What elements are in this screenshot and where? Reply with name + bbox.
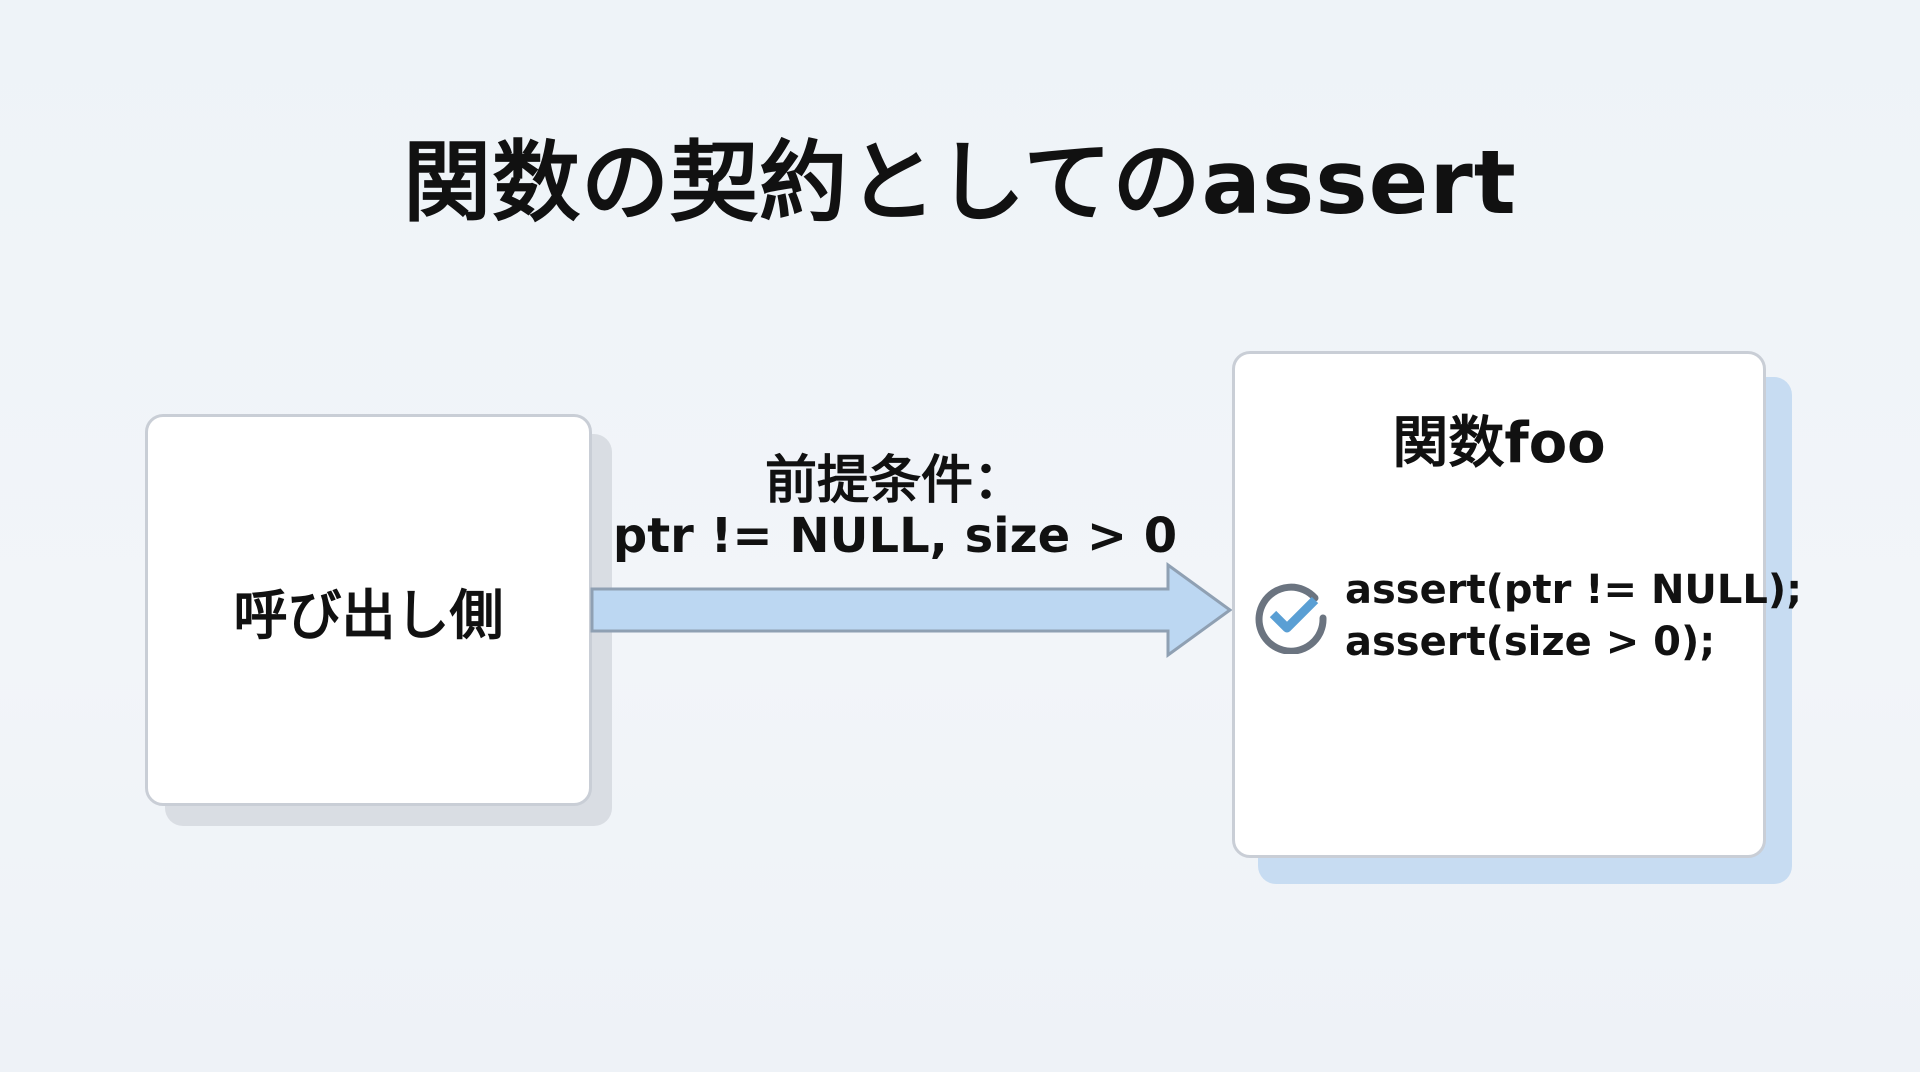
precondition-title: 前提条件： bbox=[764, 451, 1025, 511]
caller-box: 呼び出し側 bbox=[145, 414, 592, 806]
check-circle-icon bbox=[1255, 583, 1327, 654]
arrow-right-icon bbox=[590, 562, 1233, 658]
caller-label: 呼び出し側 bbox=[233, 583, 504, 647]
code-line: assert(size > 0); bbox=[1345, 619, 1716, 665]
code-line: assert(ptr != NULL); bbox=[1345, 567, 1803, 613]
precondition-text: ptr != NULL, size > 0 bbox=[612, 508, 1178, 564]
assert-code: assert(ptr != NULL); assert(size > 0); bbox=[1345, 564, 1802, 668]
page-title: 関数の契約としてのassert bbox=[403, 131, 1517, 234]
function-name: 関数foo bbox=[1392, 411, 1606, 476]
function-box: 関数foo assert(ptr != NULL); assert(size > … bbox=[1232, 351, 1802, 858]
